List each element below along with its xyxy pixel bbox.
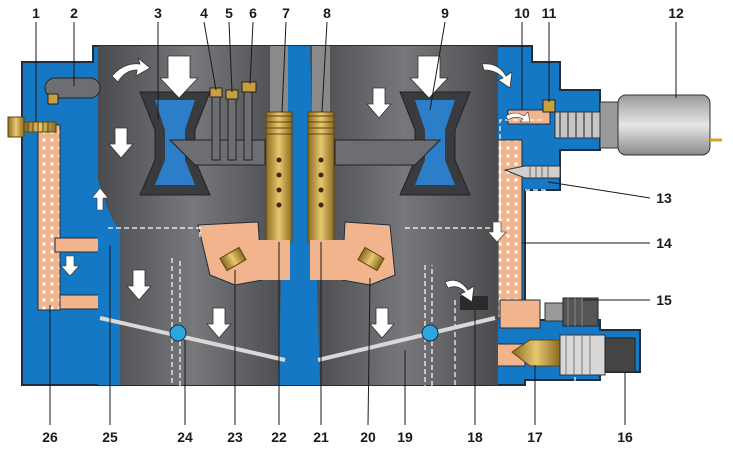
arrow-down-icon [369,307,395,339]
callout-6: 6 [249,5,257,21]
callout-21: 21 [313,429,329,445]
air-intake-tube [44,77,101,105]
callout-12: 12 [668,5,684,21]
center-divider [288,46,310,385]
left-emulsion-tube [265,46,293,243]
enrichment-unit [511,334,636,376]
arrow-down-icon [366,87,392,119]
right-emulsion-tube [307,46,335,243]
arrow-down-icon [60,255,80,277]
callout-3: 3 [154,5,162,21]
callout-17: 17 [527,429,543,445]
callout-22: 22 [271,429,287,445]
flow-arrows [108,55,513,339]
callout-4: 4 [200,5,208,21]
right-jet-well [310,221,396,286]
callout-15: 15 [656,292,672,308]
callout-10: 10 [514,5,530,21]
emulsion-channels [168,89,442,166]
arrow-down-icon [159,55,199,99]
air-jet-needle [503,165,561,179]
callout-2: 2 [70,5,78,21]
arrow-curved-icon [481,63,513,89]
callout-26: 26 [42,429,58,445]
callout-14: 14 [656,235,672,251]
side-valve [544,297,599,327]
callout-25: 25 [102,429,118,445]
leader-lines [35,21,677,426]
callout-11: 11 [542,5,557,21]
callout-7: 7 [282,5,290,21]
callout-1: 1 [32,5,40,21]
arrow-up-icon [91,187,109,211]
arrow-down-icon [206,307,232,339]
callout-18: 18 [467,429,483,445]
callout-13: 13 [656,190,672,206]
callout-9: 9 [441,5,449,21]
callout-20: 20 [360,429,376,445]
throttle-plates [99,316,496,362]
callout-24: 24 [177,429,193,445]
arrow-down-icon [487,221,507,243]
callout-23: 23 [227,429,243,445]
solenoid-valve [554,94,722,156]
idle-screw [7,116,57,138]
arrow-down-icon [108,127,134,159]
arrow-down-icon [409,55,449,99]
arrow-curved-icon [444,279,475,303]
callout-8: 8 [323,5,331,21]
callout-labels: 1 2 3 4 5 6 7 8 9 10 11 12 13 14 15 16 1… [32,5,684,445]
left-jet-well [197,221,290,286]
arrow-down-icon [126,269,152,301]
callout-16: 16 [617,429,633,445]
arrow-curved-icon [505,111,531,123]
callout-5: 5 [225,5,233,21]
throttle-lever-block [460,296,488,310]
arrow-curved-icon [111,56,151,83]
fuel-flow-arrows [60,111,531,277]
callout-19: 19 [397,429,413,445]
